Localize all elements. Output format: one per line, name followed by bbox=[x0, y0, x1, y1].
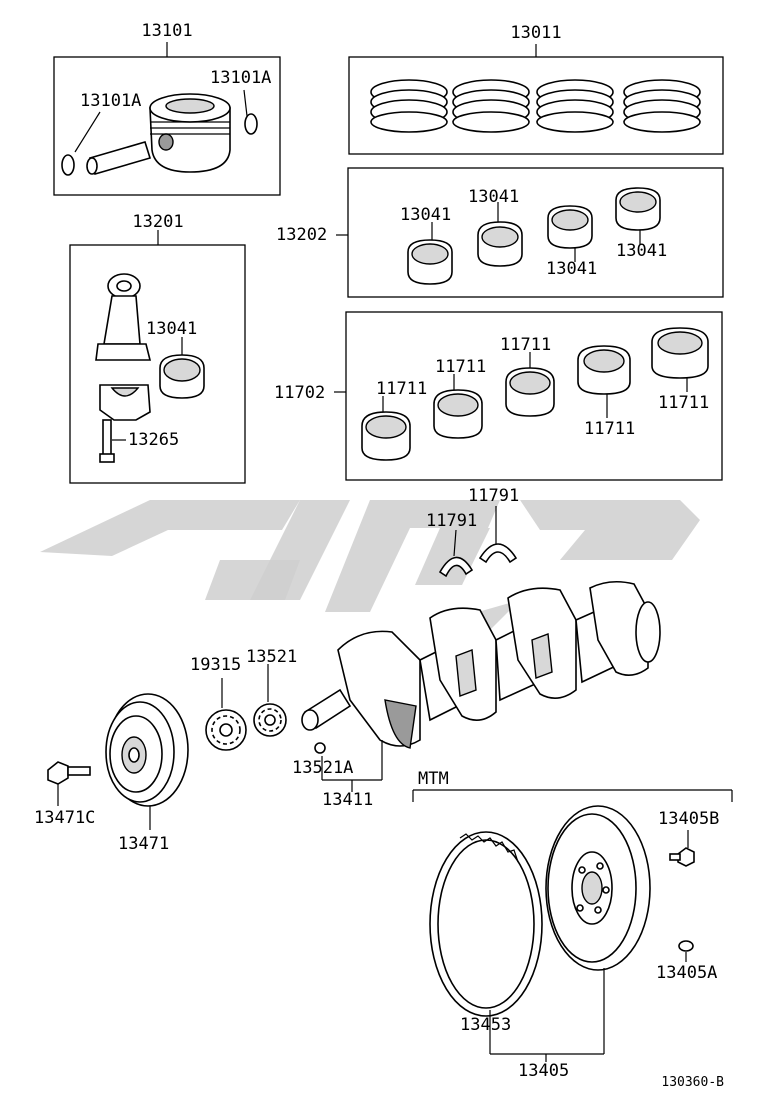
piston-ring-icon bbox=[370, 79, 448, 133]
part-number-label: 13011 bbox=[510, 23, 561, 43]
thrust-washer-icon bbox=[478, 543, 518, 564]
group-label: MTM bbox=[418, 769, 449, 789]
part-number-label: 13405B bbox=[658, 809, 719, 829]
part-number-label: 13411 bbox=[322, 790, 373, 810]
piston-icon bbox=[149, 93, 231, 173]
pulley-icon bbox=[105, 693, 189, 807]
crankshaft-icon bbox=[301, 580, 661, 749]
part-number-label: 11791 bbox=[468, 486, 519, 506]
part-number-label: 19315 bbox=[190, 655, 241, 675]
box-13011: 13011 bbox=[348, 23, 724, 155]
part-number-label: 13041 bbox=[146, 319, 197, 339]
part-number-label: 13405 bbox=[518, 1061, 569, 1081]
part-number-label: 13101A bbox=[210, 68, 271, 88]
bearing-shell-icon bbox=[577, 345, 631, 395]
part-number-label: 11711 bbox=[500, 335, 551, 355]
watermark-logo bbox=[40, 500, 700, 640]
sprocket-icon bbox=[205, 709, 247, 751]
part-number-label: 13471C bbox=[34, 808, 95, 828]
piston-ring-icon bbox=[623, 79, 701, 133]
box-11702: 11702 11711 11711 11711 11711 11711 bbox=[274, 311, 723, 481]
part-number-label: 13265 bbox=[128, 430, 179, 450]
part-number-label: 11711 bbox=[658, 393, 709, 413]
bearing-shell-icon bbox=[407, 239, 453, 285]
thrust-washer-icon bbox=[438, 556, 474, 578]
part-number-label: 13041 bbox=[616, 241, 667, 261]
connecting-rod-bolt-icon bbox=[99, 419, 115, 463]
bearing-shell-icon bbox=[651, 327, 709, 379]
part-number-label: 11711 bbox=[435, 357, 486, 377]
bolt-icon bbox=[47, 761, 91, 785]
part-number-label: 13101A bbox=[80, 91, 141, 111]
crank-key-icon bbox=[314, 742, 326, 754]
flywheel-icon bbox=[545, 805, 651, 971]
bearing-shell-icon bbox=[505, 367, 555, 417]
piston-pin-icon bbox=[86, 141, 152, 175]
bearing-shell-icon bbox=[159, 354, 205, 399]
part-number-label: 13041 bbox=[400, 205, 451, 225]
box-13202: 13202 13041 13041 13041 13041 bbox=[276, 167, 724, 298]
connecting-rod-icon bbox=[95, 273, 152, 421]
bearing-shell-icon bbox=[547, 205, 593, 249]
mtm-group: MTM bbox=[412, 769, 733, 802]
piston-ring-icon bbox=[452, 79, 530, 133]
snap-ring-icon bbox=[61, 154, 75, 176]
part-number-label: 13041 bbox=[546, 259, 597, 279]
part-number-label: 13041 bbox=[468, 187, 519, 207]
box-13201: 13201 13265 13041 bbox=[69, 212, 246, 484]
bearing-shell-icon bbox=[615, 187, 661, 231]
part-number-label: 13521 bbox=[246, 647, 297, 667]
snap-ring-icon bbox=[244, 113, 258, 135]
diagram-reference: 130360-B bbox=[661, 1075, 724, 1090]
part-number-label: 13471 bbox=[118, 834, 169, 854]
part-number-label: 11711 bbox=[376, 379, 427, 399]
ring-gear-icon bbox=[429, 831, 543, 1017]
thrust-washers: 11791 11791 bbox=[426, 486, 519, 578]
piston-ring-icon bbox=[536, 79, 614, 133]
part-number-label: 13453 bbox=[460, 1015, 511, 1035]
sprocket-icon bbox=[253, 703, 287, 737]
bearing-shell-icon bbox=[361, 411, 411, 461]
part-number-label: 13521A bbox=[292, 758, 353, 778]
bearing-shell-icon bbox=[433, 389, 483, 439]
part-number-label: 13405A bbox=[656, 963, 717, 983]
bolt-icon bbox=[669, 847, 695, 867]
bearing-shell-icon bbox=[477, 221, 523, 267]
part-number-label: 13201 bbox=[132, 212, 183, 232]
spacer-icon bbox=[678, 940, 694, 952]
part-number-label: 11702 bbox=[274, 383, 325, 403]
box-13101: 13101 13101A 13101A bbox=[53, 21, 281, 196]
part-number-label: 13101 bbox=[141, 21, 192, 41]
part-number-label: 11791 bbox=[426, 511, 477, 531]
part-number-label: 11711 bbox=[584, 419, 635, 439]
part-number-label: 13202 bbox=[276, 225, 327, 245]
